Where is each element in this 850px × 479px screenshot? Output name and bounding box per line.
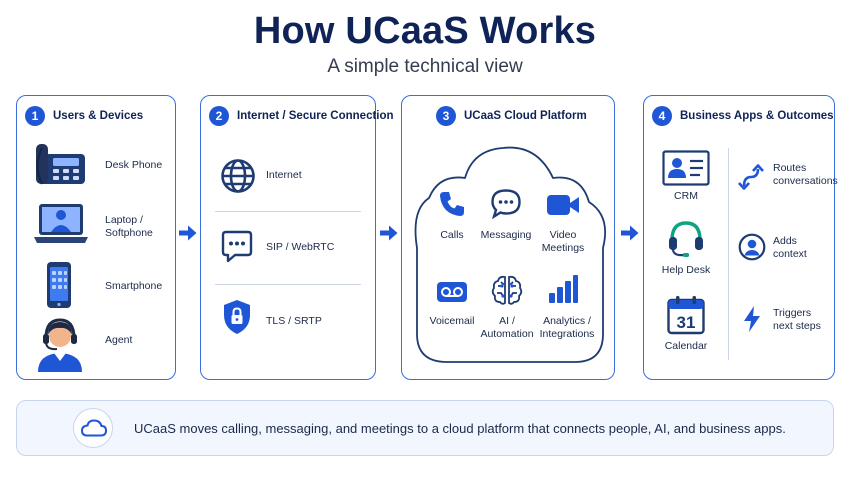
app-label: CRM bbox=[674, 190, 698, 202]
item-label: Messaging bbox=[480, 229, 532, 241]
panel-header: 1 Users & Devices bbox=[25, 105, 143, 127]
outcome-label: Triggers next steps bbox=[773, 307, 821, 332]
bar-chart-icon bbox=[549, 275, 578, 303]
crm-card-icon bbox=[662, 150, 710, 186]
item-label: SIP / WebRTC bbox=[266, 241, 335, 253]
cloud-badge bbox=[73, 408, 113, 448]
flow-arrow-icon bbox=[380, 225, 398, 241]
user-circle-icon bbox=[738, 233, 766, 261]
flow-arrow-icon bbox=[621, 225, 639, 241]
divider bbox=[215, 211, 361, 212]
panel-cloud-platform: 3 UCaaS Cloud Platform Calls Messaging V… bbox=[401, 95, 615, 380]
app-label: Calendar bbox=[664, 340, 708, 352]
panel-title: Business Apps & Outcomes bbox=[680, 110, 834, 122]
divider bbox=[215, 284, 361, 285]
panel-title: Users & Devices bbox=[53, 110, 144, 122]
page-subtitle: A simple technical view bbox=[327, 56, 523, 77]
summary-text: UCaaS moves calling, messaging, and meet… bbox=[134, 421, 786, 436]
item-label: TLS / SRTP bbox=[266, 315, 322, 327]
item-label: Video Meetings bbox=[541, 229, 585, 254]
panel-header: 2 Internet / Secure Connection bbox=[209, 105, 394, 127]
flow-arrow-icon bbox=[179, 225, 197, 241]
item-label: Analytics / Integrations bbox=[539, 315, 595, 340]
outcome-label: Routes conversations bbox=[773, 162, 838, 187]
panel-title: Internet / Secure Connection bbox=[237, 110, 394, 122]
headset-icon bbox=[669, 221, 703, 257]
outcome-label: Adds context bbox=[773, 235, 807, 260]
smartphone-icon bbox=[47, 262, 71, 308]
step-number-badge: 2 bbox=[209, 106, 229, 126]
laptop-icon bbox=[34, 204, 88, 243]
video-icon bbox=[547, 195, 579, 215]
item-label: Desk Phone bbox=[105, 159, 163, 171]
phone-icon bbox=[440, 192, 464, 216]
panel-internet-connection: 2 Internet / Secure Connection Internet … bbox=[200, 95, 394, 380]
cloud-icon bbox=[81, 419, 107, 437]
panel-header: 4 Business Apps & Outcomes bbox=[652, 105, 834, 127]
ai-brain-icon bbox=[491, 275, 523, 305]
chat-bubble-icon bbox=[221, 230, 253, 263]
calendar-icon: 31 bbox=[667, 296, 705, 335]
item-label: Laptop / Softphone bbox=[105, 214, 153, 239]
page-title: How UCaaS Works bbox=[253, 10, 597, 52]
voicemail-icon bbox=[437, 282, 467, 302]
agent-headset-icon bbox=[38, 318, 82, 372]
step-number-badge: 1 bbox=[25, 106, 45, 126]
step-number-badge: 3 bbox=[436, 106, 456, 126]
desk-phone-icon bbox=[36, 144, 85, 185]
app-label: Help Desk bbox=[661, 264, 711, 276]
panel-header: 3 UCaaS Cloud Platform bbox=[436, 105, 587, 127]
panel-users-devices: 1 Users & Devices Desk Phone Laptop / So… bbox=[16, 95, 176, 380]
step-number-badge: 4 bbox=[652, 106, 672, 126]
item-label: Agent bbox=[105, 334, 133, 346]
message-icon bbox=[491, 189, 521, 220]
route-arrows-icon bbox=[738, 164, 764, 190]
item-label: Voicemail bbox=[429, 315, 475, 327]
globe-icon bbox=[221, 159, 255, 193]
lightning-icon bbox=[744, 306, 760, 332]
item-label: AI / Automation bbox=[480, 315, 534, 340]
summary-banner: UCaaS moves calling, messaging, and meet… bbox=[16, 400, 834, 456]
panel-title: UCaaS Cloud Platform bbox=[464, 110, 587, 122]
calendar-day-number: 31 bbox=[677, 313, 696, 332]
shield-lock-icon bbox=[224, 300, 250, 334]
item-label: Smartphone bbox=[105, 280, 163, 292]
panel-business-apps: 4 Business Apps & Outcomes CRM Help Desk… bbox=[643, 95, 838, 380]
column-divider bbox=[728, 148, 729, 360]
item-label: Calls bbox=[440, 229, 464, 241]
item-label: Internet bbox=[266, 169, 302, 181]
